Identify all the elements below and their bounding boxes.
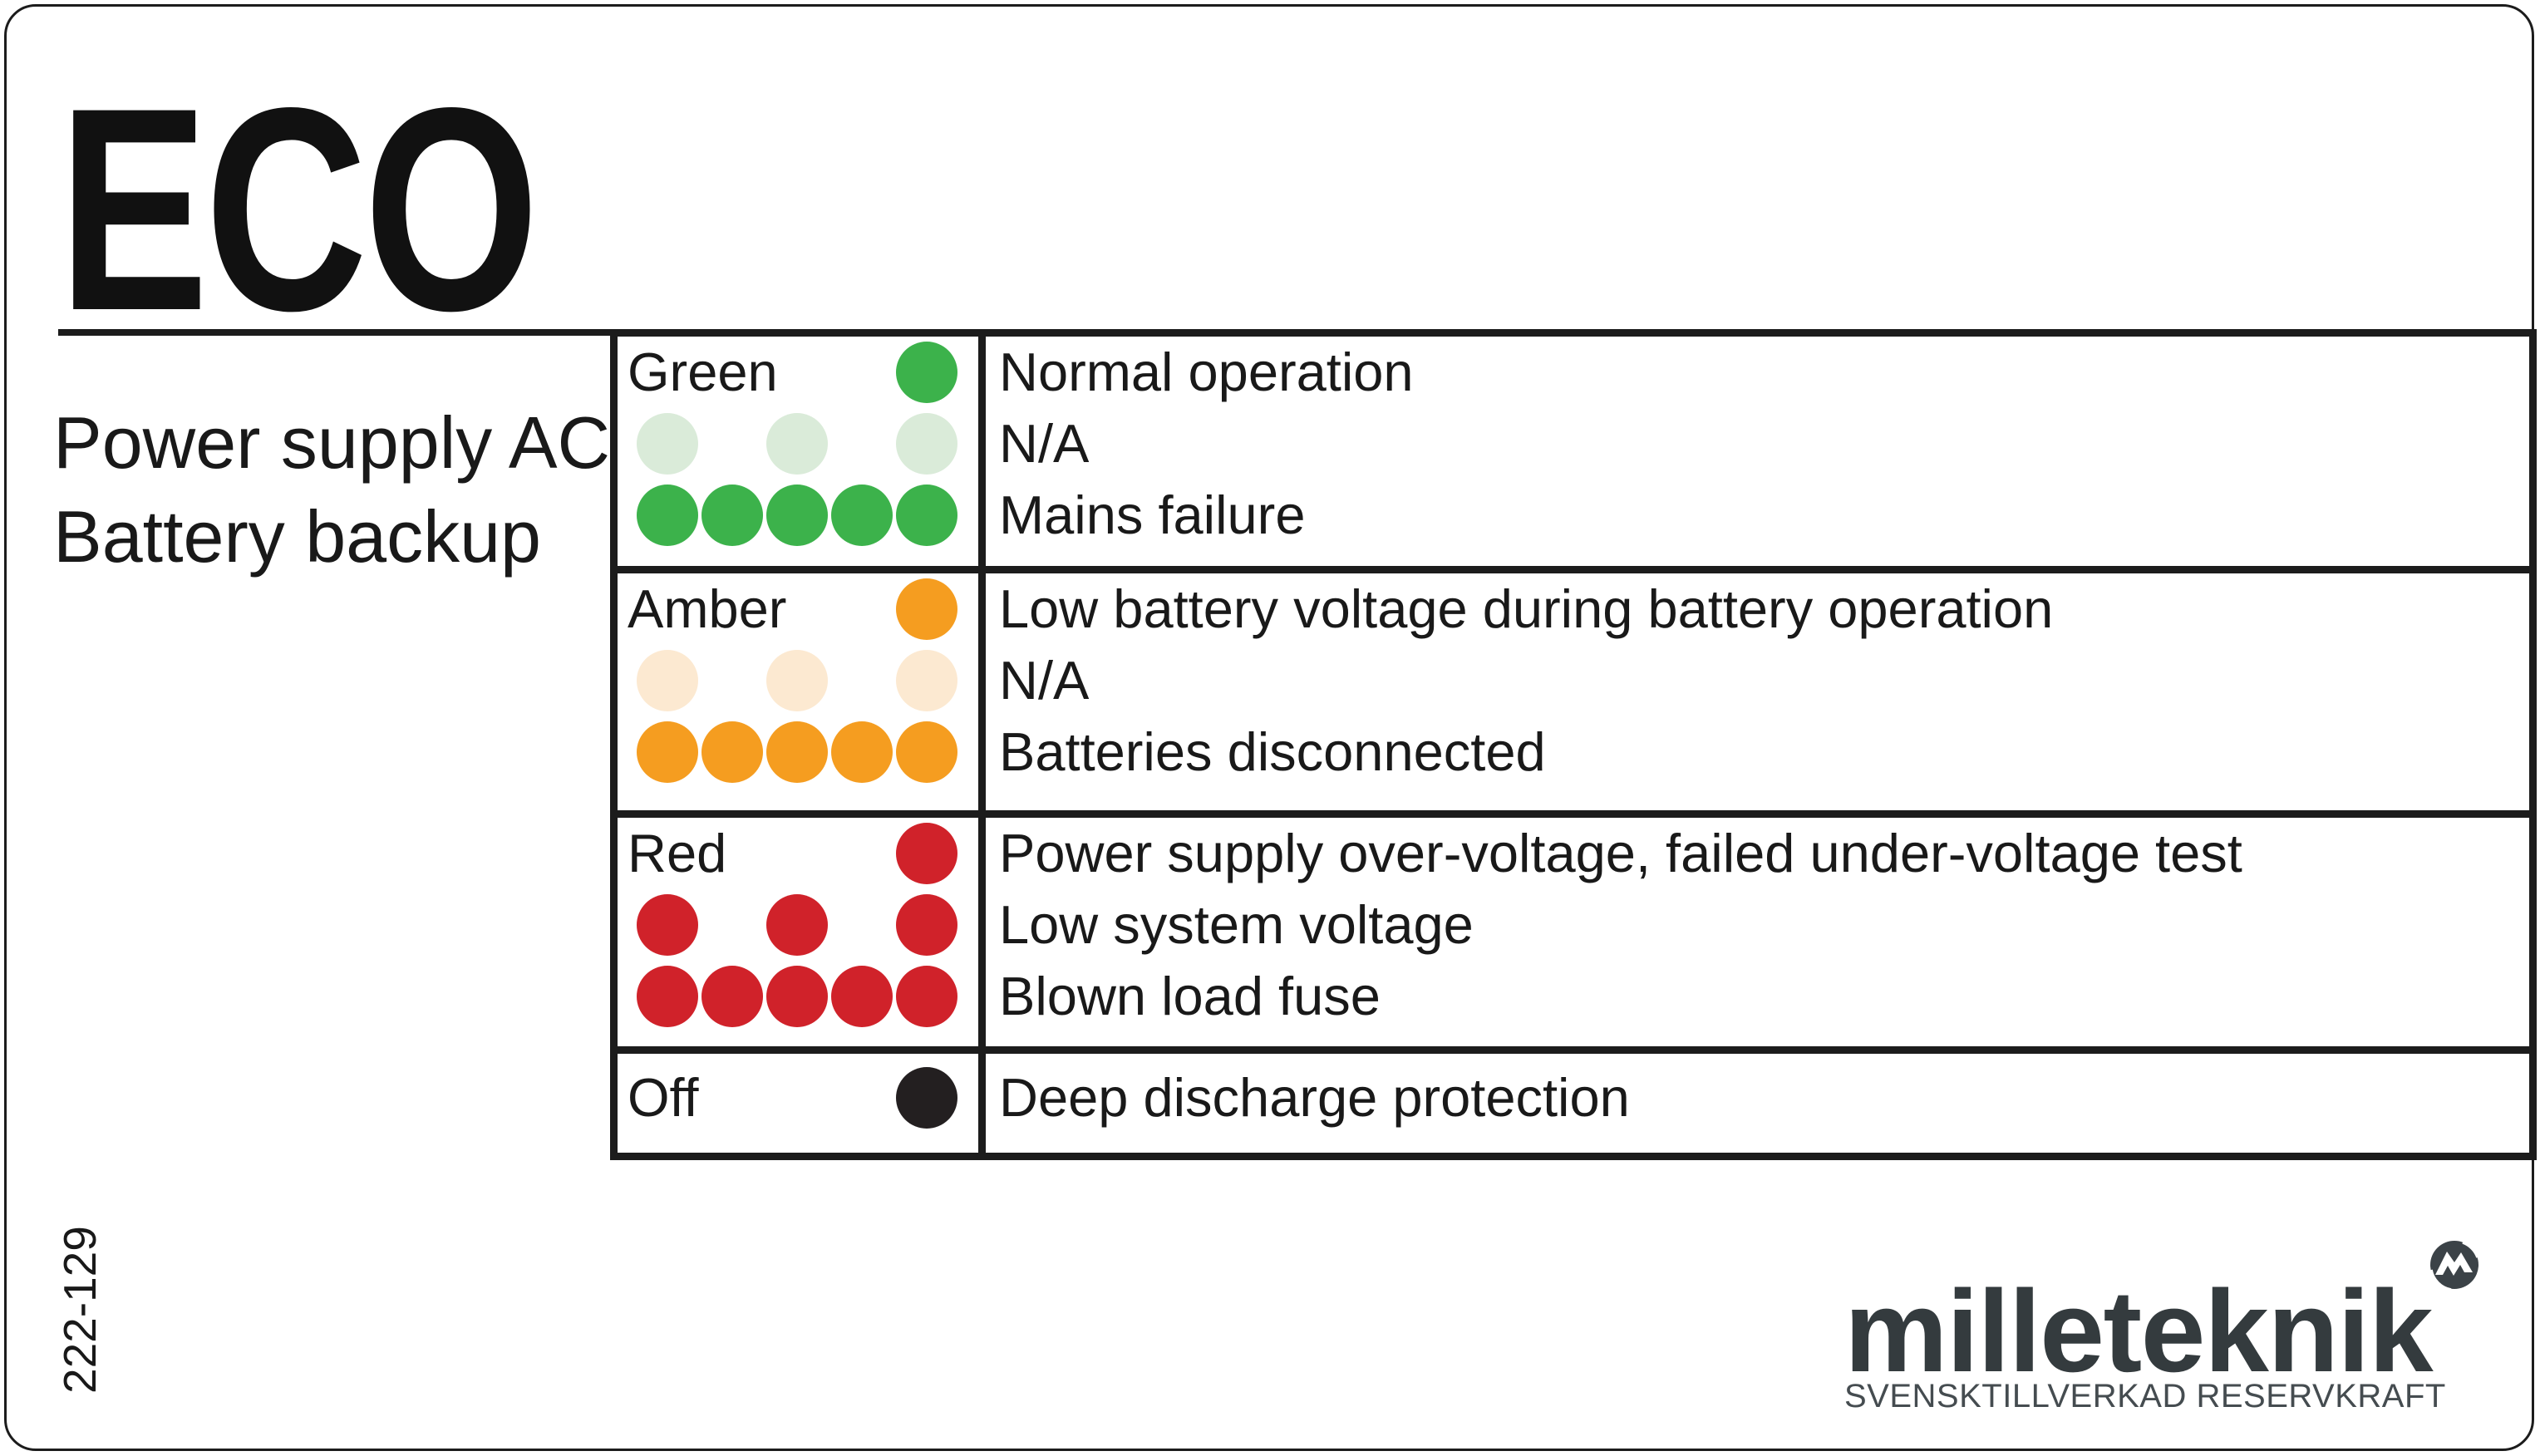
led-dot-green — [766, 485, 828, 546]
led-dot-red — [766, 966, 828, 1027]
led-dot-red — [637, 966, 698, 1027]
led-meaning-text: Power supply over-voltage, failed under-… — [999, 823, 2242, 883]
led-dot-green — [831, 485, 893, 546]
led-dot-green-pale — [766, 413, 828, 475]
led-dot-red — [637, 894, 698, 956]
led-meaning-text: Low battery voltage during battery opera… — [999, 578, 2054, 639]
led-dot-amber — [831, 721, 893, 783]
led-dot-green — [701, 485, 763, 546]
led-dot-amber — [701, 721, 763, 783]
led-dot-off — [896, 1067, 957, 1129]
led-meaning-text: Mains failure — [999, 485, 1306, 545]
led-dot-red — [896, 894, 957, 956]
part-number: 222-129 — [54, 1226, 106, 1394]
led-color-label: Green — [628, 342, 778, 402]
led-dot-amber-pale — [766, 650, 828, 711]
led-dot-amber-pale — [896, 650, 957, 711]
led-pattern-cell: Off — [618, 1054, 986, 1153]
label-card: ECO Power supply AC/DC Battery backup 22… — [4, 4, 2537, 1451]
led-dot-red — [896, 823, 957, 884]
led-dot-amber-pale — [637, 650, 698, 711]
led-dot-green — [896, 485, 957, 546]
led-color-label: Amber — [628, 578, 787, 639]
led-dot-red — [896, 966, 957, 1027]
led-pattern-cell: Red — [618, 818, 986, 1046]
led-meaning-text: Deep discharge protection — [999, 1067, 1630, 1128]
led-dot-green-pale — [637, 413, 698, 475]
brand-tagline: SVENSKTILLVERKAD RESERVKRAFT — [1844, 1378, 2446, 1414]
led-dot-amber — [896, 721, 957, 783]
led-pattern-cell: Green — [618, 337, 986, 566]
subtitle-line-2: Battery backup — [53, 495, 541, 578]
title-rule — [58, 329, 617, 336]
led-pattern-cell: Amber — [618, 573, 986, 810]
led-dot-amber — [766, 721, 828, 783]
led-meaning-text: Low system voltage — [999, 894, 1474, 955]
meaning-cell: Deep discharge protection — [986, 1054, 2529, 1153]
brand-logo-text: milleteknik — [1844, 1266, 2434, 1396]
led-meaning-text: Blown load fuse — [999, 966, 1381, 1026]
lightning-m-icon — [2429, 1241, 2479, 1291]
led-meaning-text: Normal operation — [999, 342, 1414, 402]
led-meaning-text: Batteries disconnected — [999, 721, 1546, 782]
led-color-label: Red — [628, 823, 727, 883]
table-row-red: Red Power supply over-voltage, failed und… — [618, 818, 2529, 1054]
product-title: ECO — [58, 47, 539, 371]
table-row-amber: Amber Low battery voltage during battery … — [618, 573, 2529, 818]
led-dot-red — [701, 966, 763, 1027]
led-dot-red — [831, 966, 893, 1027]
table-row-off: Off Deep discharge protection — [618, 1054, 2529, 1153]
led-dot-green — [637, 485, 698, 546]
led-dot-amber — [896, 578, 957, 640]
led-dot-amber — [637, 721, 698, 783]
led-dot-red — [766, 894, 828, 956]
meaning-cell: Power supply over-voltage, failed under-… — [986, 818, 2529, 1046]
led-meaning-text: N/A — [999, 650, 1090, 711]
led-dot-green-pale — [896, 413, 957, 475]
led-meaning-text: N/A — [999, 413, 1090, 474]
led-dot-green — [896, 342, 957, 403]
led-color-label: Off — [628, 1067, 699, 1128]
meaning-cell: Low battery voltage during battery opera… — [986, 573, 2529, 810]
